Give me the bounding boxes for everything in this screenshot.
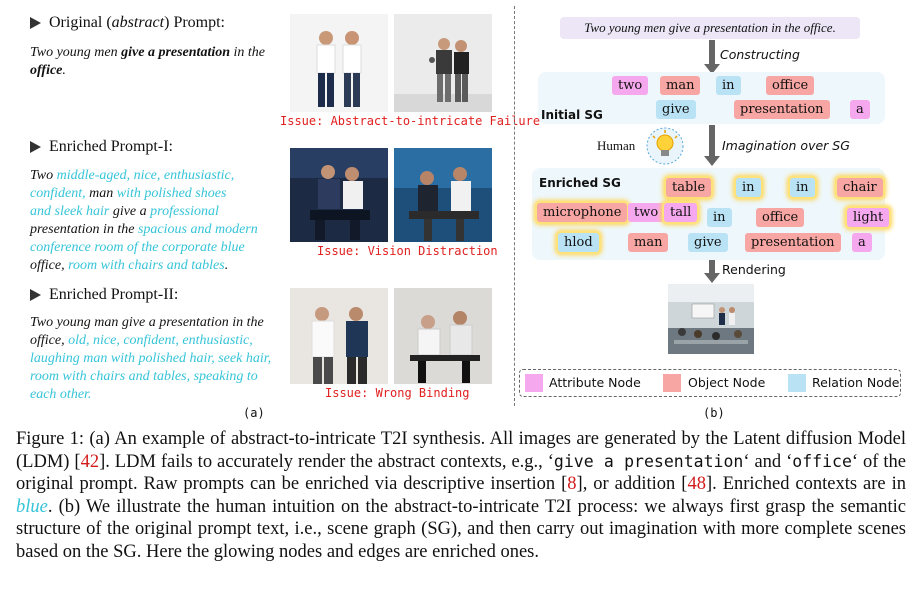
node-in: in [716, 76, 741, 95]
prompt-line: confident, man with polished shoes [30, 185, 290, 203]
prompt-text: presentation in the [30, 222, 138, 237]
prompt-text: . [224, 258, 229, 273]
subfigure-label-a: (a) [243, 406, 265, 420]
prompt-line: room with chairs and tables, speaking to [30, 368, 292, 386]
object-swatch [663, 374, 681, 392]
node-man-enriched: man [628, 233, 669, 252]
enriched-prompt-1-text: Two middle-aged, nice, enthusiastic,conf… [30, 167, 290, 275]
node-legend [519, 369, 901, 397]
initial-sg-label: Initial SG [541, 108, 603, 122]
generated-image-enriched1-1 [290, 148, 388, 242]
issue-label-binding: Issue: Wrong Binding [325, 386, 470, 400]
generated-image-enriched2-2 [394, 288, 492, 384]
enriched-text: each other. [30, 387, 92, 402]
enriched-text: room with chairs and tables, speaking to [30, 369, 258, 384]
prompt-text: office, [30, 258, 69, 273]
node-office: office [766, 76, 815, 95]
human-label: Human [597, 138, 636, 153]
generated-image-enriched1-2 [394, 148, 492, 242]
generated-image-original-2 [394, 14, 492, 112]
prompt-line: laughing man with polished hair, seek ha… [30, 350, 292, 368]
scene-prompt-box: Two young men give a presentation in the… [560, 17, 860, 39]
triangle-bullet-icon [30, 289, 41, 301]
node-in-office: in [707, 208, 732, 227]
legend-relation: Relation Node [812, 375, 900, 390]
generated-image-enriched2-1 [290, 288, 388, 384]
enriched-text: confident, [30, 186, 90, 201]
enriched-prompt-2-header: Enriched Prompt-II: [30, 286, 178, 304]
prompt-line: office, room with chairs and tables. [30, 257, 290, 275]
enriched-text: professional [150, 204, 219, 219]
prompt-line: office, old, nice, confident, enthusiast… [30, 332, 292, 350]
enriched-prompt-1-header: Enriched Prompt-I: [30, 138, 173, 156]
enriched-text: laughing man with polished hair, seek ha… [30, 351, 272, 366]
node-table: table [666, 178, 712, 197]
panel-divider [514, 6, 515, 406]
prompt-line: conference room of the corporate blue [30, 239, 290, 257]
triangle-bullet-icon [30, 141, 41, 153]
legend-object: Object Node [688, 375, 766, 390]
node-tall: tall [664, 203, 698, 222]
enriched-prompt-2-text: Two young man give a presentation in the… [30, 314, 292, 404]
node-in-table: in [736, 178, 761, 197]
enriched-text: conference room of the corporate blue [30, 240, 245, 255]
node-light: light [847, 208, 890, 227]
node-microphone: microphone [537, 203, 628, 222]
enriched-text: with polished shoes [116, 186, 227, 201]
prompt-text: man [89, 186, 117, 201]
enriched-text: and sleek hair [30, 204, 113, 219]
enriched-text: middle-aged, nice, enthusiastic, [56, 168, 235, 183]
lightbulb-icon [643, 126, 687, 166]
prompt-line: Two young man give a presentation in the [30, 314, 292, 332]
node-chair: chair [837, 178, 883, 197]
attribute-swatch [525, 374, 543, 392]
enriched-text: spacious and modern [137, 222, 258, 237]
node-two: two [612, 76, 649, 95]
relation-swatch [788, 374, 806, 392]
subfigure-label-b: (b) [703, 406, 725, 420]
node-man: man [660, 76, 701, 95]
generated-image-original-1 [290, 14, 388, 112]
node-presentation: presentation [734, 100, 830, 119]
constructing-label: Constructing [720, 47, 800, 62]
enriched-sg-label: Enriched SG [539, 176, 621, 190]
prompt-text: office, [30, 333, 69, 348]
node-give: give [656, 100, 696, 119]
issue-label-failure: Issue: Abstract-to-intricate Failure [280, 114, 541, 128]
figure-caption: Figure 1: (a) An example of abstract-to-… [16, 429, 906, 562]
node-presentation-enriched: presentation [745, 233, 841, 252]
original-prompt-header: Original (abstract) Prompt: [30, 14, 225, 32]
node-a-enriched: a [852, 233, 872, 252]
prompt-text: Two young man give a presentation in the [30, 315, 264, 330]
enriched-text: room with chairs and tables [68, 258, 225, 273]
issue-label-distraction: Issue: Vision Distraction [317, 244, 498, 258]
rendering-label: Rendering [722, 262, 786, 277]
imagination-label: Imagination over SG [722, 138, 850, 153]
node-hlod: hlod [558, 233, 599, 252]
node-two-enriched: two [628, 203, 665, 222]
original-prompt-text: Two young men give a presentation in the… [30, 45, 266, 78]
rendered-scene-image [668, 284, 754, 354]
prompt-line: and sleek hair give a professional [30, 203, 290, 221]
node-a: a [850, 100, 870, 119]
legend-attribute: Attribute Node [549, 375, 641, 390]
prompt-line: presentation in the spacious and modern [30, 221, 290, 239]
node-office-enriched: office [756, 208, 805, 227]
prompt-line: each other. [30, 386, 292, 404]
triangle-bullet-icon [30, 17, 41, 29]
node-in-chair: in [790, 178, 815, 197]
prompt-text: Two [30, 168, 57, 183]
enriched-text: old, nice, confident, enthusiastic, [68, 333, 253, 348]
prompt-text: give a [112, 204, 151, 219]
node-give-enriched: give [688, 233, 728, 252]
prompt-line: Two middle-aged, nice, enthusiastic, [30, 167, 290, 185]
